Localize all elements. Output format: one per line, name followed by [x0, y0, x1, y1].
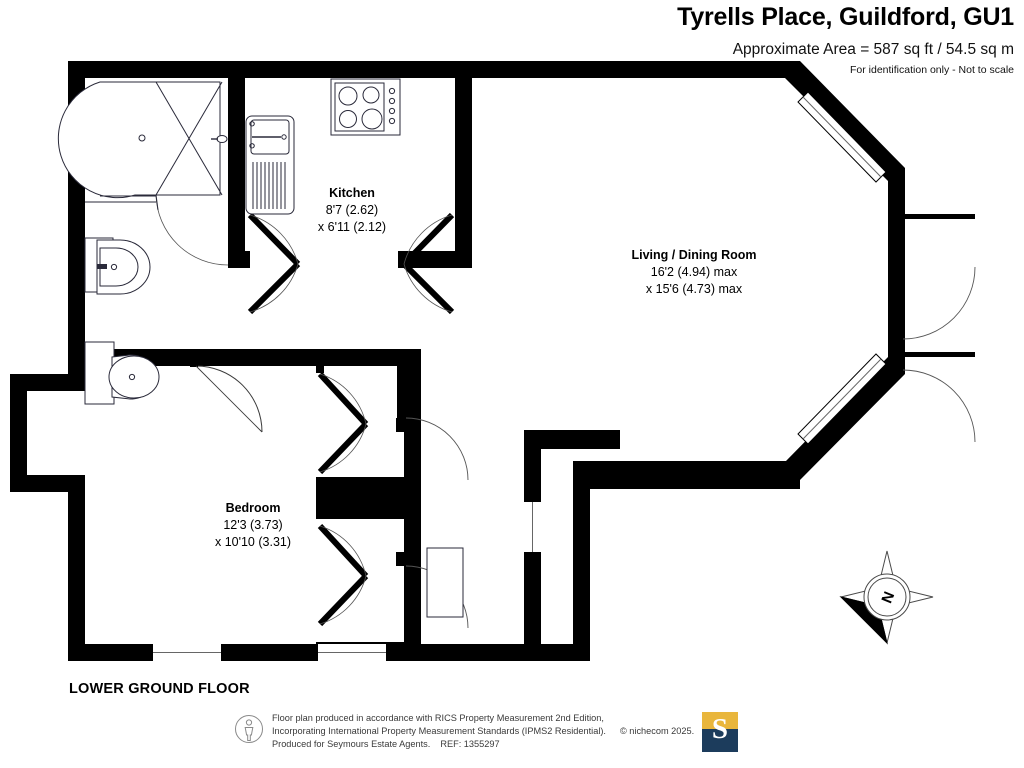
sink-icon — [245, 115, 295, 215]
wardrobe-shelf-icon — [426, 547, 464, 618]
disclaimer-note: For identification only - Not to scale — [850, 63, 1014, 76]
bedroom-dim-2: x 10'10 (3.31) — [215, 535, 291, 549]
room-label-bedroom: Bedroom 12'3 (3.73) x 10'10 (3.31) — [215, 501, 291, 549]
shower-screen-icon — [85, 81, 229, 266]
floorplan-drawing: Kitchen 8'7 (2.62) x 6'11 (2.12) Living … — [0, 52, 1024, 672]
footer-line-2-group: Incorporating International Property Mea… — [272, 725, 694, 738]
room-label-living: Living / Dining Room 16'2 (4.94) max x 1… — [632, 248, 757, 296]
internal-wall-kitchen-bottom-left — [228, 251, 250, 268]
bathtub-icon — [57, 81, 221, 199]
bedroom-dim-1: 12'3 (3.73) — [223, 518, 282, 532]
drainer-grooves — [252, 162, 286, 209]
internal-wall-hall-right-lower — [524, 552, 541, 661]
compass-ring-inner — [867, 577, 907, 617]
header: Tyrells Place, Guildford, GU1 Approximat… — [0, 0, 1014, 76]
window-bedroom-left — [153, 644, 221, 661]
bathroom-fixtures — [57, 81, 229, 405]
logo-letter: S — [711, 713, 729, 745]
kitchen-name: Kitchen — [329, 186, 375, 200]
windows-layer — [153, 91, 887, 661]
logo-bottom-band: S — [702, 715, 738, 752]
kitchen-dim-1: 8'7 (2.62) — [326, 203, 378, 217]
window-hall — [524, 502, 541, 552]
compass-rose: N — [839, 550, 934, 645]
hob-icon — [330, 78, 401, 136]
logo-top-band — [702, 712, 738, 729]
door-jamb-hall-top — [396, 418, 405, 432]
washbasin-icon — [84, 237, 151, 295]
window-bedroom-right — [318, 644, 386, 661]
door-living-french-lower — [902, 369, 976, 443]
window-bay-upper — [797, 91, 887, 183]
internal-wall-bath-kitchen — [228, 78, 245, 268]
living-name: Living / Dining Room — [632, 248, 757, 262]
door-living-french-upper — [902, 266, 976, 340]
door-bathroom — [190, 355, 263, 433]
internal-wall-bedroom-top — [85, 349, 385, 366]
door-bathroom-leaf — [195, 365, 263, 433]
door-bedroom — [405, 417, 469, 481]
page-title: Tyrells Place, Guildford, GU1 — [677, 3, 1014, 31]
door-wardrobe-upper-bifold — [317, 371, 369, 475]
wardrobe-wall-left-upper — [316, 349, 324, 373]
living-dim-1: 16'2 (4.94) max — [651, 265, 738, 279]
window-bay-lower — [797, 353, 887, 445]
doors-layer — [190, 212, 976, 629]
bedroom-fixtures — [426, 547, 464, 618]
footer-line-2: Incorporating International Property Mea… — [272, 726, 606, 737]
floor-label: LOWER GROUND FLOOR — [69, 681, 250, 697]
bedroom-name: Bedroom — [226, 501, 281, 515]
approximate-area: Approximate Area = 587 sq ft / 54.5 sq m — [732, 40, 1014, 58]
door-kitchen-left-bifold — [247, 212, 301, 315]
room-labels: Kitchen 8'7 (2.62) x 6'11 (2.12) Living … — [215, 186, 757, 549]
wardrobe-divider-stub-a — [397, 356, 405, 418]
internal-wall-living-left-return — [524, 430, 588, 449]
door-kitchen-right-bifold — [401, 212, 455, 315]
bath-tap-icon — [211, 135, 228, 143]
footer-line-3: Produced for Seymours Estate Agents. — [272, 739, 431, 750]
toilet-icon — [84, 341, 160, 405]
kitchen-dim-2: x 6'11 (2.12) — [318, 220, 386, 234]
kitchen-fixtures — [245, 78, 401, 215]
footer-ref: REF: 1355297 — [440, 739, 500, 750]
seymours-logo: S — [702, 712, 738, 752]
footer: Floor plan produced in accordance with R… — [230, 710, 790, 760]
footer-line-3-group: Produced for Seymours Estate Agents. REF:… — [272, 738, 694, 751]
door-wardrobe-lower-bifold — [317, 523, 369, 627]
footer-copyright: © nichecom 2025. — [619, 726, 695, 737]
internal-wall-kitchen-right — [455, 78, 472, 268]
footer-line-1: Floor plan produced in accordance with R… — [272, 713, 604, 723]
living-dim-2: x 15'6 (4.73) max — [646, 282, 743, 296]
footer-text-block: Floor plan produced in accordance with R… — [272, 712, 694, 751]
room-label-kitchen: Kitchen 8'7 (2.62) x 6'11 (2.12) — [318, 186, 386, 234]
person-in-circle-icon — [235, 715, 263, 743]
door-jamb-hall-bottom — [396, 552, 405, 566]
wardrobe-wall-mid — [316, 477, 421, 519]
wardrobe-wall-top — [316, 349, 421, 366]
